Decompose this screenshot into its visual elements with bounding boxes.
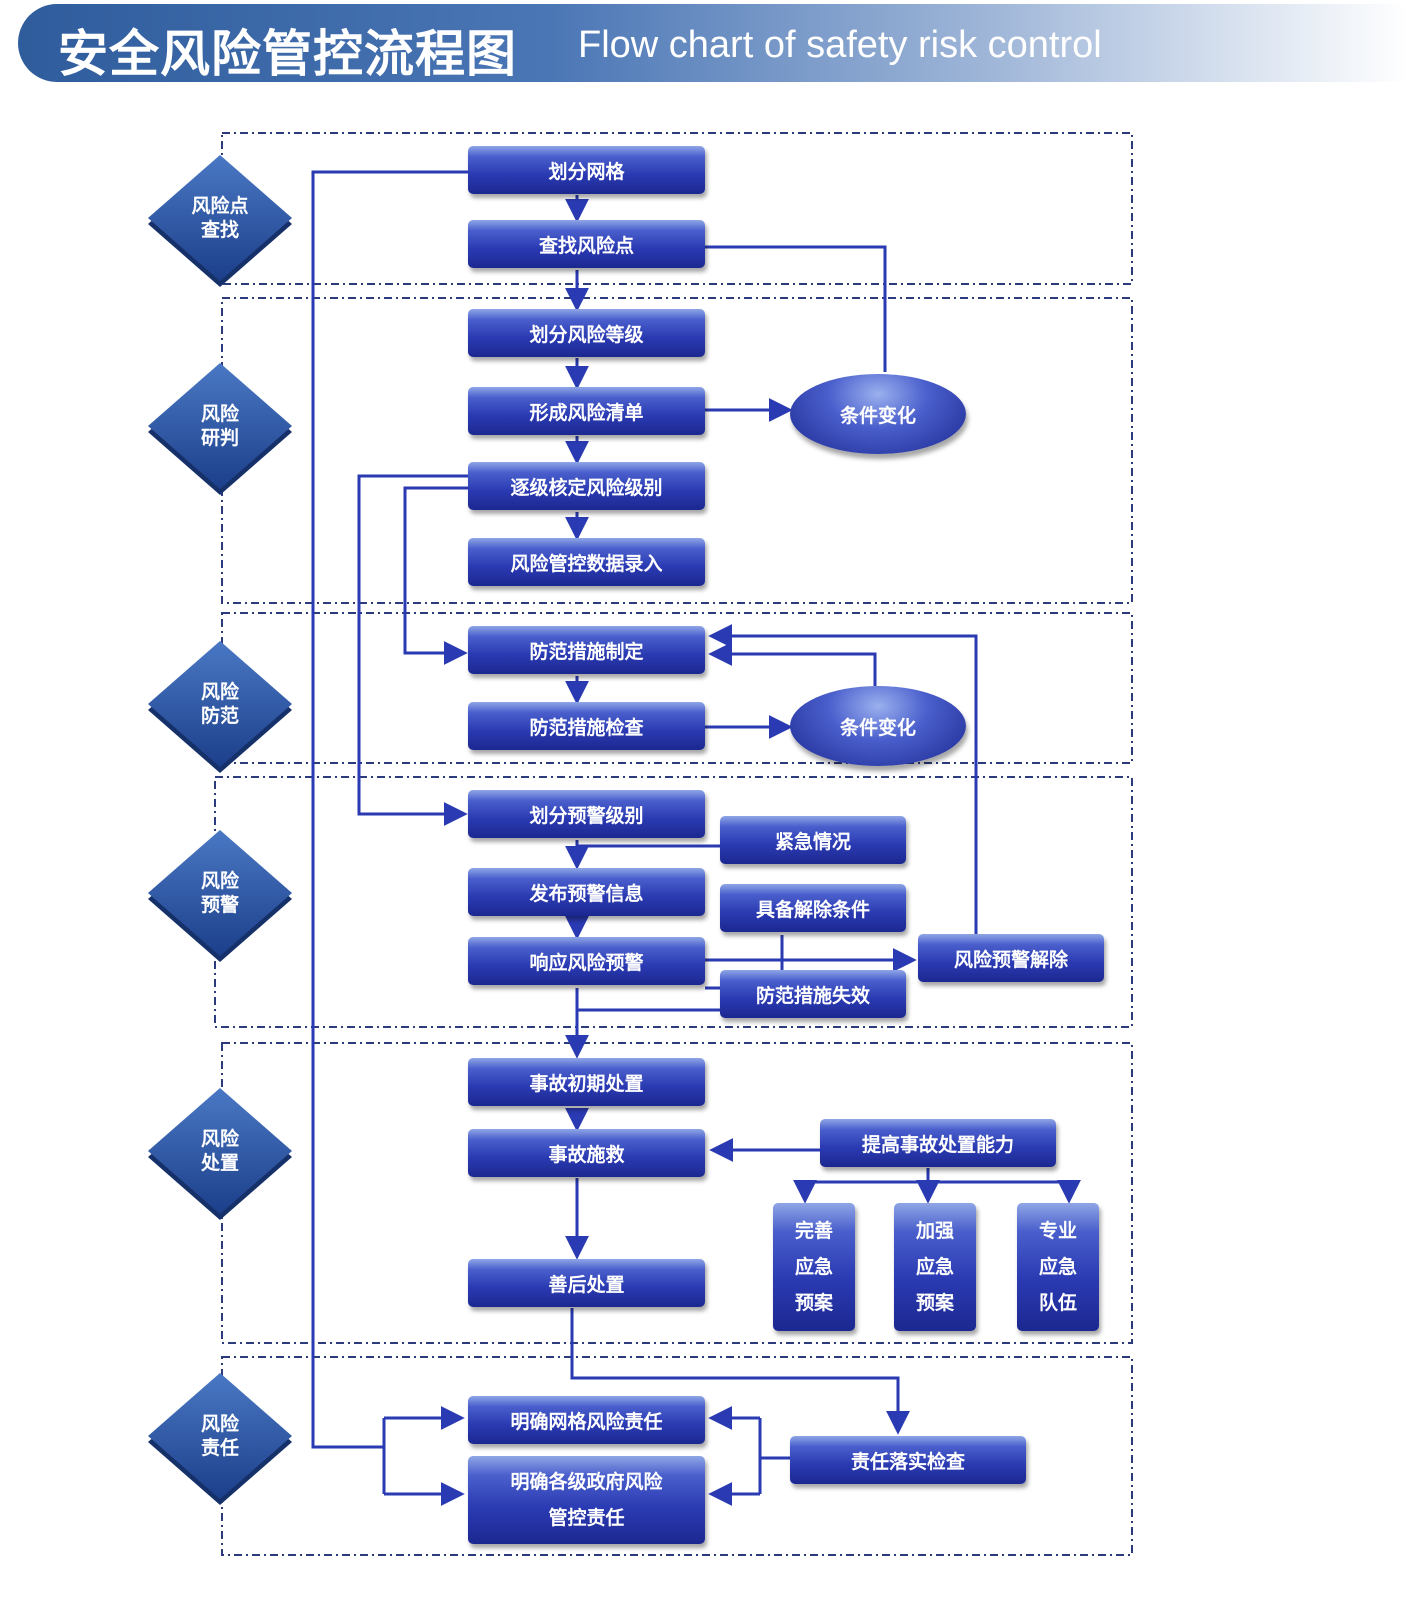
oval-condition-change-1: 条件变化 <box>790 374 966 454</box>
box-aftermath: 善后处置 <box>468 1259 705 1307</box>
stage-label-3: 风险防范 <box>200 681 239 727</box>
stage-label-4: 风险预警 <box>200 870 239 916</box>
box-strengthen-plan: 加强应急预案 <box>894 1203 976 1331</box>
box-grid-responsibility: 明确网格风险责任 <box>468 1396 705 1444</box>
box-publish-warning: 发布预警信息 <box>468 868 705 916</box>
box-improve-plan: 完善应急预案 <box>773 1203 855 1331</box>
page-title-en: Flow chart of safety risk control <box>578 24 1102 66</box>
stage-label-1: 风险点查找 <box>191 195 249 241</box>
stage-frame-2 <box>221 297 1133 604</box>
title-banner <box>18 4 1408 82</box>
stage-label-6: 风险责任 <box>200 1413 239 1459</box>
stage-frame-3 <box>221 612 1133 764</box>
box-measures-failed: 防范措施失效 <box>720 970 906 1018</box>
box-data-entry: 风险管控数据录入 <box>468 538 705 586</box>
box-divide-grid: 划分网格 <box>468 146 705 194</box>
stage-frame-6 <box>221 1356 1133 1556</box>
stage-diamonds <box>148 155 292 1505</box>
box-improve-capability: 提高事故处置能力 <box>820 1119 1056 1167</box>
stage-label-2: 风险研判 <box>200 403 239 449</box>
box-professional-team: 专业应急队伍 <box>1017 1203 1099 1331</box>
box-verify-risk-level: 逐级核定风险级别 <box>468 462 705 510</box>
box-responsibility-check: 责任落实检查 <box>790 1436 1026 1484</box>
page-title-cn: 安全风险管控流程图 <box>58 25 517 83</box>
box-respond-warning: 响应风险预警 <box>468 937 705 985</box>
box-warning-release: 风险预警解除 <box>918 934 1104 982</box>
box-divide-warning-level: 划分预警级别 <box>468 790 705 838</box>
box-release-conditions: 具备解除条件 <box>720 884 906 932</box>
box-emergency: 紧急情况 <box>720 816 906 864</box>
connectors <box>311 170 1081 1506</box>
oval-condition-change-2: 条件变化 <box>790 686 966 766</box>
stage-label-5: 风险处置 <box>200 1128 239 1174</box>
box-check-measures: 防范措施检查 <box>468 702 705 750</box>
box-initial-disposal: 事故初期处置 <box>468 1058 705 1106</box>
box-divide-risk-level: 划分风险等级 <box>468 309 705 357</box>
box-find-risk-points: 查找风险点 <box>468 220 705 268</box>
box-gov-responsibility: 明确各级政府风险管控责任 <box>468 1456 705 1544</box>
box-form-risk-list: 形成风险清单 <box>468 387 705 435</box>
box-rescue: 事故施救 <box>468 1129 705 1177</box>
box-formulate-measures: 防范措施制定 <box>468 626 705 674</box>
